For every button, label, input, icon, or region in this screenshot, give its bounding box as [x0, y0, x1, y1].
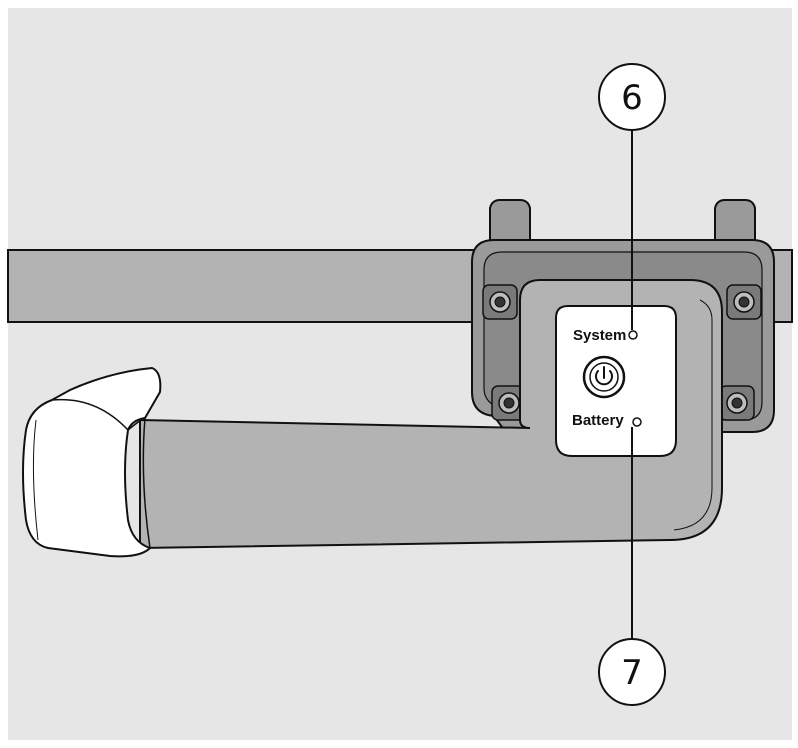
- battery-indicator: [632, 417, 642, 427]
- grip-cap-rim: [127, 416, 151, 549]
- callout-7-number: 7: [621, 653, 643, 693]
- screw-bottom-right: [719, 385, 755, 421]
- bracket-left-clip: [489, 199, 531, 251]
- battery-label: Battery: [572, 412, 624, 429]
- grip-cap-side: [32, 419, 39, 541]
- handle-tube-shade: [673, 299, 713, 531]
- callout-6-circle: [598, 63, 666, 131]
- system-label: System: [573, 327, 626, 344]
- system-indicator: [628, 330, 638, 340]
- bracket-right-clip: [714, 199, 756, 251]
- power-button[interactable]: [582, 355, 626, 399]
- callout-7-circle: [598, 638, 666, 706]
- power-icon: [595, 366, 613, 386]
- grip-cap-edge: [51, 398, 129, 431]
- callout-6-number: 6: [621, 78, 643, 118]
- grip-end-cap: [22, 366, 162, 558]
- screw-top-right: [726, 284, 762, 320]
- screw-top-left: [482, 284, 518, 320]
